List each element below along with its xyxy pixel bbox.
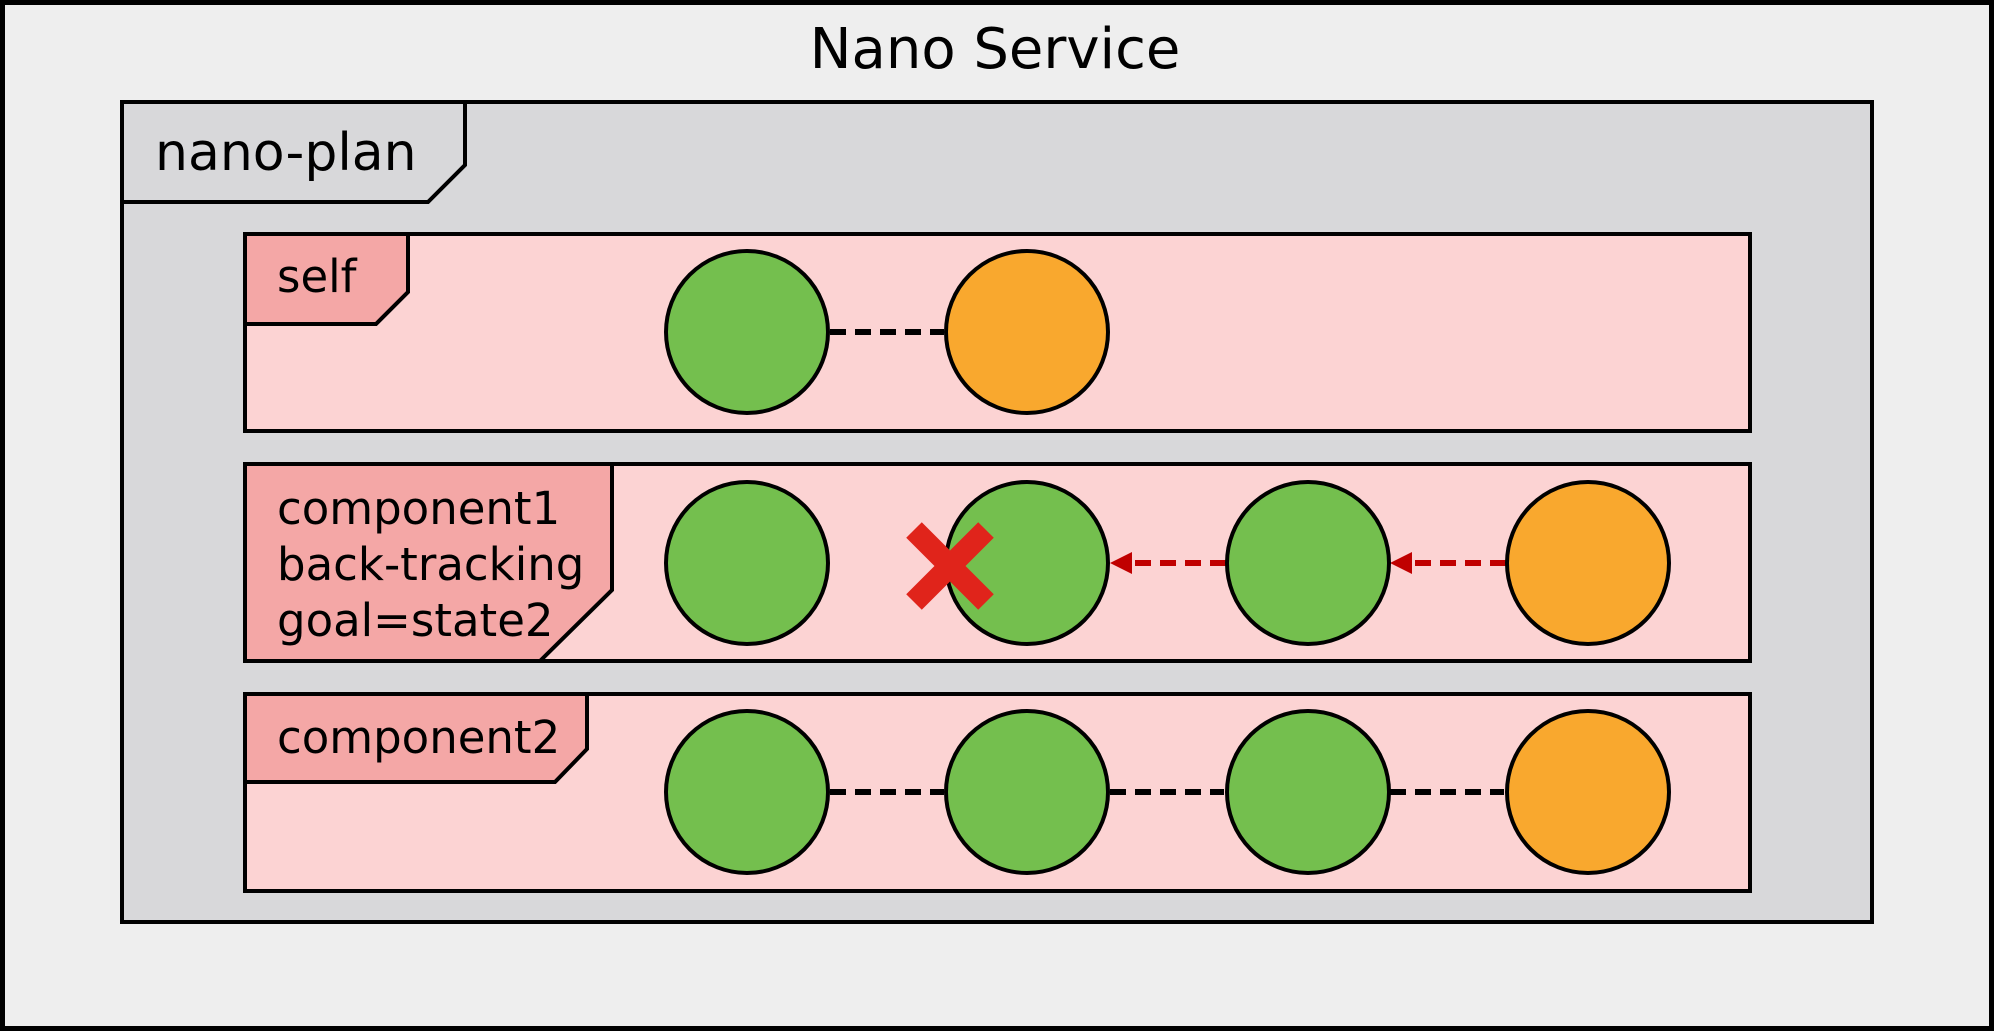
state-node: [1505, 480, 1671, 646]
state-node: [664, 480, 830, 646]
nano-plan-label: nano-plan: [155, 123, 417, 183]
lane-component2-tag: [243, 692, 589, 784]
state-node: [944, 249, 1110, 415]
backtrack-arrowhead: [1390, 552, 1412, 574]
state-node: [1505, 709, 1671, 875]
state-node: [664, 709, 830, 875]
state-node: [1225, 480, 1391, 646]
lane-component1-mode: back-tracking: [277, 538, 584, 591]
nano-plan-tag: [120, 100, 467, 204]
lane-component2-label: component2: [277, 711, 560, 764]
lane-component1-label: component1: [277, 482, 560, 535]
lane-component1: component1 back-tracking goal=state2: [243, 462, 1752, 663]
lane-component1-tag: [243, 462, 614, 663]
state-node: [1225, 709, 1391, 875]
lane-component2: component2: [243, 692, 1752, 893]
lane-component1-goal: goal=state2: [277, 594, 554, 647]
lane-self: self: [243, 232, 1752, 433]
state-node: [944, 480, 1110, 646]
state-node: [664, 249, 830, 415]
state-node: [944, 709, 1110, 875]
lane-self-tag: [243, 232, 410, 326]
lane-self-label: self: [277, 250, 358, 303]
diagram-title: Nano Service: [810, 17, 1181, 82]
backtrack-arrowhead: [1110, 552, 1132, 574]
failed-state-cross-icon: [906, 522, 994, 610]
